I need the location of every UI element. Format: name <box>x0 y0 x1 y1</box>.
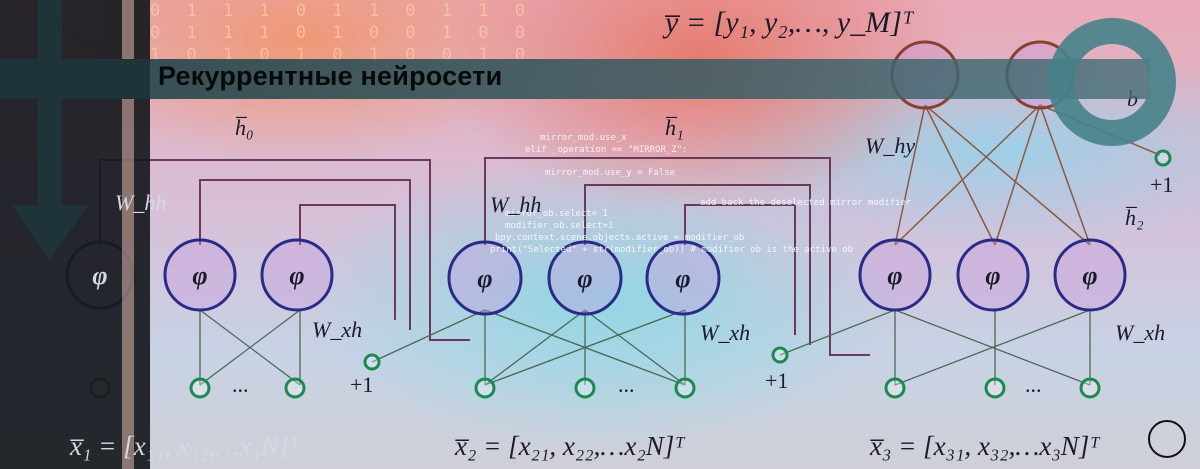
hidden-label: h̅₁ <box>665 115 684 140</box>
bits-row: 1 0 1 0 1 0 1 0 0 1 0 <box>150 45 533 65</box>
code-line: bpy.context.scene.objects.active = modif… <box>495 233 744 243</box>
code-line: mirror_mod.use_x <box>540 133 627 143</box>
neuron <box>956 238 1030 312</box>
title-band <box>0 59 1150 99</box>
neuron <box>1053 238 1127 312</box>
why-label: W_hy <box>865 133 915 158</box>
bias-label: +1 <box>765 368 788 393</box>
phi-label: φ <box>985 261 1000 290</box>
arrow-down-icon <box>12 205 88 260</box>
input-formula: x̅₃ = [x₃₁, x₃₂,…x₃N]ᵀ <box>869 431 1101 461</box>
ellipsis: ... <box>232 372 249 397</box>
input-connections <box>199 309 1091 386</box>
hidden-label: h̅₀ <box>235 115 254 140</box>
code-overlay: mirror_mod.use_x elif _operation == "MIR… <box>490 133 912 255</box>
code-line: modifier_ob.select=1 <box>505 221 613 231</box>
neuron <box>447 240 523 316</box>
bias-label: +1 <box>1150 172 1173 197</box>
code-line: mirror_mod.use_y = False <box>545 168 675 178</box>
phi-label: φ <box>887 261 902 290</box>
code-line: print("Selected" + str(modifier_ob)) # m… <box>490 245 853 255</box>
bias-label: +1 <box>350 372 373 397</box>
brand-logo-icon <box>1148 420 1186 458</box>
neuron <box>163 238 237 312</box>
ellipsis: ... <box>618 372 635 397</box>
neuron <box>260 238 334 312</box>
arrow-shaft <box>38 0 62 210</box>
whh-label: W_hh <box>490 192 541 217</box>
wxh-label: W_xh <box>700 320 750 345</box>
hidden-label: h̅₂ <box>1125 205 1144 230</box>
math-labels: y̅ = [y₁, y₂,…, y_M]ᵀ h̅₀ h̅₁ h̅₂ W_hh W… <box>232 6 1173 461</box>
wxh-label: W_xh <box>1115 320 1165 345</box>
ellipsis: ... <box>1025 372 1042 397</box>
phi-label: φ <box>675 264 690 293</box>
code-line: elif _operation == "MIRROR_Z": <box>525 145 688 155</box>
wxh-label: W_xh <box>312 317 362 342</box>
neuron <box>645 240 721 316</box>
input-formula: x̅₂ = [x₂₁, x₂₂,…x₂N]ᵀ <box>454 431 686 461</box>
input-formula: x̅₁ = [x₁₁, x₁₂,…x₁N]ᵀ <box>69 431 301 461</box>
banner-title: Рекуррентные нейросети <box>158 61 503 91</box>
panel-stripe <box>122 0 134 469</box>
phi-label: φ <box>289 261 304 290</box>
whh-label: W_hh <box>115 190 166 215</box>
phi-label: φ <box>92 261 107 290</box>
output-formula: y̅ = [y₁, y₂,…, y_M]ᵀ <box>662 6 915 39</box>
bits-row: 0 1 1 1 0 1 1 0 1 1 0 <box>150 1 533 21</box>
bits-row: 0 1 1 1 0 1 0 0 1 0 0 <box>150 23 533 43</box>
code-line: mirror_ob.select= 1 <box>505 209 608 219</box>
phi-label: φ <box>577 264 592 293</box>
neuron <box>547 240 623 316</box>
phi-label: φ <box>1082 261 1097 290</box>
neuron <box>858 238 932 312</box>
phi-label: φ <box>192 261 207 290</box>
phi-label: φ <box>477 264 492 293</box>
recurrent-connections <box>99 157 870 356</box>
code-line: add back the deselected mirror modifier <box>700 198 912 208</box>
